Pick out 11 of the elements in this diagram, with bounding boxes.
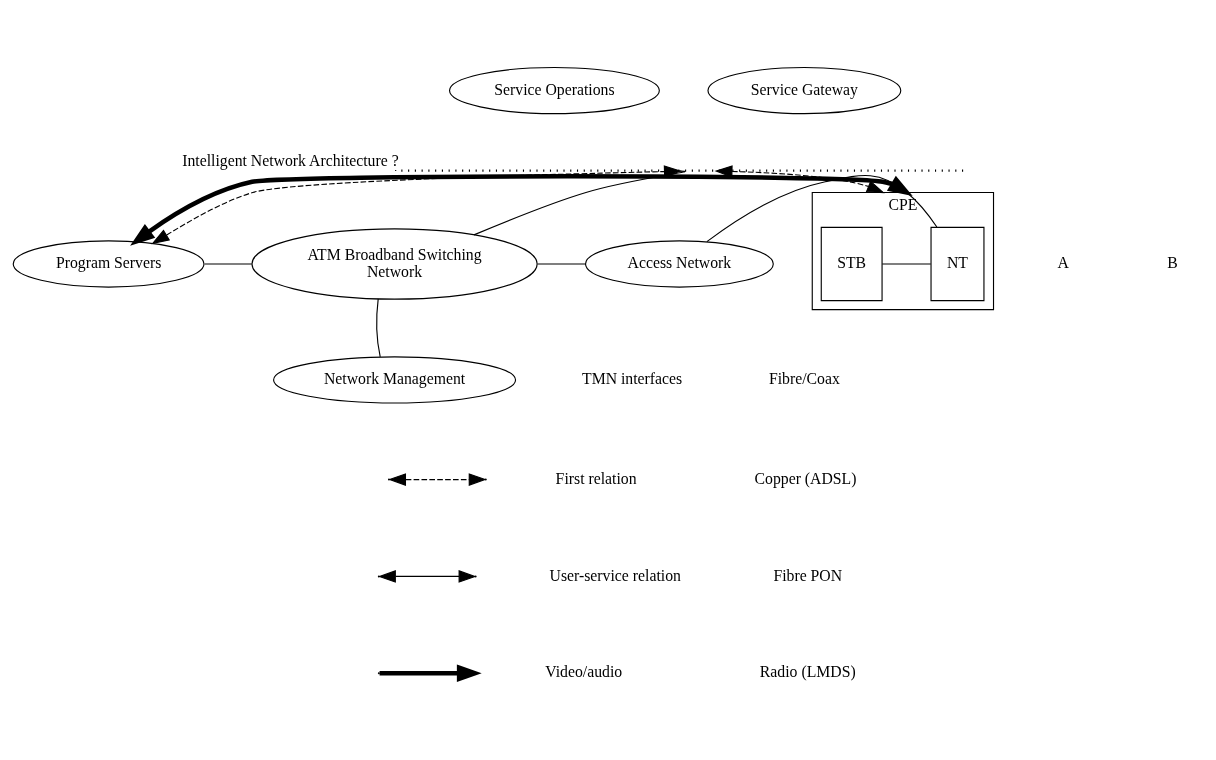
label: Radio (LMDS) [759, 662, 856, 680]
legend-label: User-service relation [549, 566, 681, 584]
label: TMN interfaces [582, 369, 683, 387]
legend-label: Video/audio [545, 662, 623, 680]
label: B [1167, 253, 1178, 271]
label: Fibre PON [773, 566, 843, 584]
label: Fibre/Coax [768, 369, 840, 387]
label: Copper (ADSL) [754, 469, 857, 487]
node-label: Intelligent Network Architecture ? [182, 151, 399, 169]
label: A [1057, 253, 1070, 271]
legend-label: First relation [555, 469, 637, 487]
